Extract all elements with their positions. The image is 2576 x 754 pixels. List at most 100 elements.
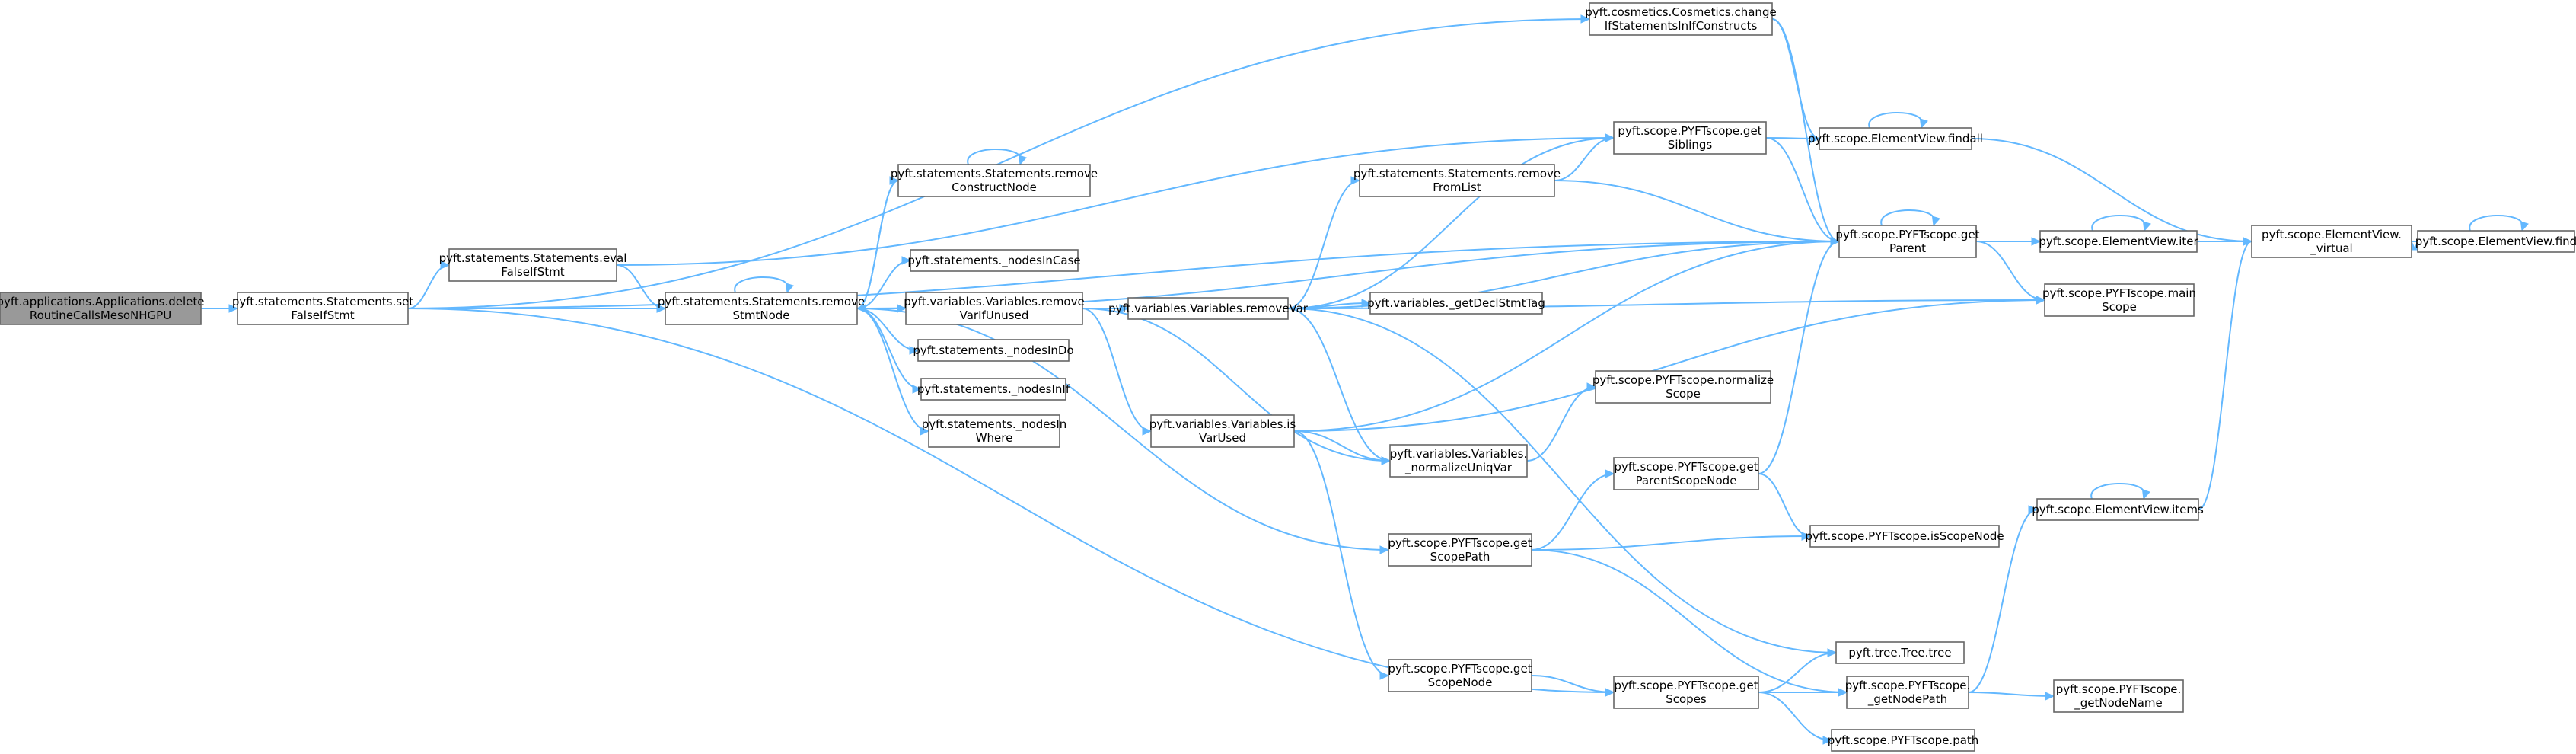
edge-setFalse-to-evalFalse [407,260,451,309]
node-iter[interactable]: pyft.scope.ElementView.iter [2039,230,2199,253]
edge-arrowhead [1605,133,1615,142]
edge-arrowhead [440,260,451,270]
edge-line [1287,137,1615,309]
node-label: pyft.statements._nodesIn [922,417,1067,432]
edge-line [1758,652,1837,693]
node-label: pyft.scope.PYFTscope. [1845,679,1971,692]
node-tree[interactable]: pyft.tree.Tree.tree [1835,641,1965,664]
edge-arrowhead [1605,469,1615,478]
edge-arrowhead [1379,671,1390,680]
edge-getSiblings-to-findall [1765,134,1821,143]
node-removeVarIfUnused[interactable]: pyft.variables.Variables.removeVarIfUnus… [904,292,1085,325]
node-getNodeName[interactable]: pyft.scope.PYFTscope._getNodeName [2053,679,2184,713]
node-normalizeUniqVar[interactable]: pyft.variables.Variables._normalizeUniqV… [1389,444,1528,478]
node-removeVar[interactable]: pyft.variables.Variables.removeVar [1108,297,1309,320]
edge-removeFromList-to-getParent [1554,180,1841,246]
edge-line [734,276,789,293]
edge-getParentScopeNode-to-isScopeNode [1758,473,1812,541]
node-label: pyft.scope.ElementView.findall [1808,132,1983,145]
node-label: pyft.statements.Statements.remove [658,295,865,308]
node-nodesInIf[interactable]: pyft.statements._nodesInIf [917,378,1070,401]
node-box [1835,641,1965,664]
node-evalFalse[interactable]: pyft.statements.Statements.evalFalseIfSt… [439,248,627,282]
edge-line [407,18,1590,309]
node-label: pyft.scope.PYFTscope.get [1614,460,1758,474]
node-label: pyft.variables.Variables.is [1149,417,1296,431]
node-nodesInDo[interactable]: pyft.statements._nodesInDo [913,339,1074,362]
edge-line [1758,241,1840,474]
node-label: pyft.tree.Tree.tree [1848,646,1951,660]
node-isScopeNode[interactable]: pyft.scope.PYFTscope.isScopeNode [1805,525,2004,548]
node-items[interactable]: pyft.scope.ElementView.items [2032,498,2204,521]
node-findall[interactable]: pyft.scope.ElementView.findall [1808,127,1983,150]
node-label: Where [976,431,1013,445]
edge-removeVarIfUnused-to-isVarUsed [1082,308,1153,436]
node-find[interactable]: pyft.scope.ElementView.find [2415,230,2576,253]
node-changeIf[interactable]: pyft.cosmetics.Cosmetics.changeIfStateme… [1585,2,1777,36]
node-label: RoutineCallsMesoNHGPU [30,308,171,322]
edge-arrowhead [856,304,866,313]
edge-line [1531,549,1848,693]
edge-arrowhead [2243,237,2253,246]
edge-iter-to-iter [2091,215,2151,232]
node-label: pyft.scope.PYFTscope.get [1388,536,1532,550]
edge-arrowhead [1830,237,1841,246]
edge-arrowhead [656,304,667,313]
edge-line [1771,18,1820,139]
edge-isVarUsed-to-mainScope [1293,296,2046,432]
node-box [1150,414,1295,448]
edge-line [1758,692,1832,741]
edge-line [1293,430,1391,462]
edge-removeVar-to-getSiblings [1287,133,1615,309]
node-removeConstruct[interactable]: pyft.statements.Statements.removeConstru… [891,164,1098,197]
edge-line [2091,215,2146,232]
edge-evalFalse-to-getSiblings [616,133,1615,266]
edge-line [1868,112,1923,129]
node-box [1127,297,1289,320]
edge-line [1526,386,1596,462]
edge-changeIf-to-findall [1771,18,1821,143]
node-box [1819,127,1972,150]
edge-getScopes-to-tree [1758,648,1838,693]
node-setFalse[interactable]: pyft.statements.Statements.setFalseIfStm… [232,292,413,325]
node-label: IfStatementsInIfConstructs [1605,19,1758,33]
node-virtual[interactable]: pyft.scope.ElementView._virtual [2251,225,2412,258]
node-label: _virtual [2310,241,2352,256]
edge-arrowhead [1350,176,1361,185]
node-box [917,339,1070,362]
node-removeFromList[interactable]: pyft.statements.Statements.removeFromLis… [1353,164,1561,197]
node-label: pyft.scope.PYFTscope. [2056,682,2182,696]
edge-getParent-to-iter [1976,237,2042,246]
node-getDeclStmtTag[interactable]: pyft.variables._getDeclStmtTag [1367,292,1545,315]
node-getNodePath[interactable]: pyft.scope.PYFTscope._getNodePath [1845,676,1971,709]
node-label: pyft.variables.Variables.removeVar [1108,302,1309,315]
node-label: StmtNode [732,308,789,322]
node-box [1613,457,1759,490]
edge-removeConstruct-to-removeStmt [856,180,899,313]
edge-arrowhead [1838,688,1848,697]
node-label: pyft.scope.PYFTscope.get [1618,124,1761,138]
node-label: VarUsed [1199,431,1246,445]
node-nodesInCase[interactable]: pyft.statements._nodesInCase [907,249,1081,272]
node-root[interactable]: pyft.applications.Applications.deleteRou… [0,292,205,325]
edge-getScopes-to-path [1758,692,1833,745]
node-label: pyft.scope.PYFTscope.get [1388,662,1532,676]
edge-line [407,308,1615,693]
node-label: pyft.statements.Statements.eval [439,251,627,265]
edge-getScopes-to-getNodePath [1758,688,1848,697]
node-label: ParentScopeNode [1636,474,1737,487]
edge-line [1531,473,1615,551]
node-removeStmt[interactable]: pyft.statements.Statements.removeStmtNod… [658,292,865,325]
node-path[interactable]: pyft.scope.PYFTscope.path [1828,729,1979,752]
